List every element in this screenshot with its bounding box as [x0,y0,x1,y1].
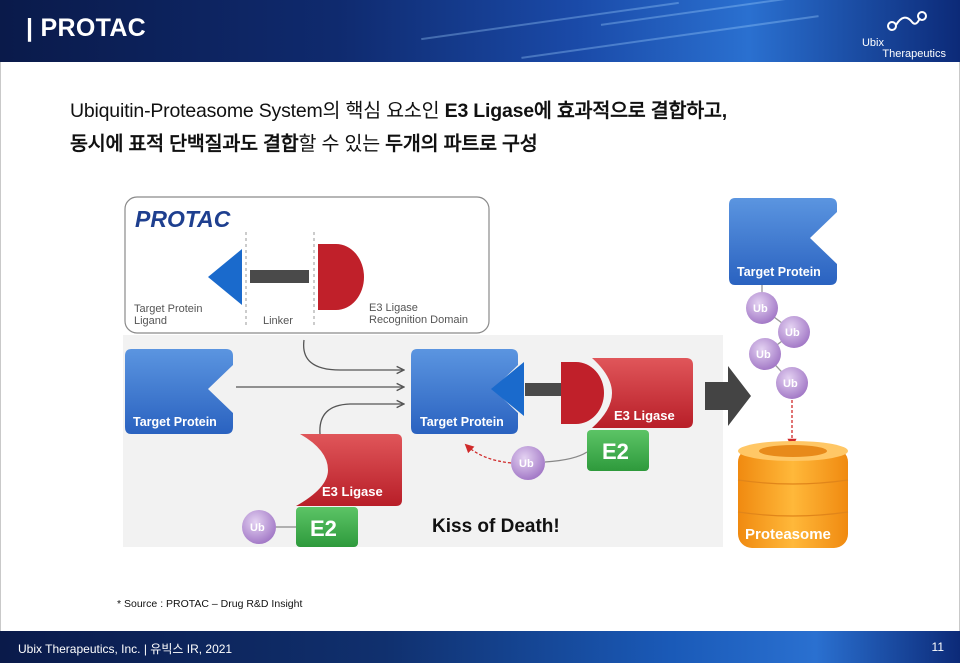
brand-line2: Therapeutics [882,48,946,60]
subtitle-line2-a: 동시에 표적 단백질과도 결합 [70,133,299,155]
e2-bottom [296,507,358,547]
brand-logo: Ubix Therapeutics [856,10,946,60]
subtitle: Ubiquitin-Proteasome System의 핵심 요소인 E3 L… [70,95,727,161]
brand-line1: Ubix [861,37,884,49]
subtitle-line1-b: E3 Ligase에 효과적으로 결합하고, [444,100,728,122]
ub-chain-4-label: Ub [783,378,798,390]
linker-bar-center [525,383,561,396]
e3-ligase-center [592,358,693,428]
e3-recognition-domain-center-icon [561,362,604,424]
target-protein-right-label: Target Protein [737,265,821,279]
source-note: * Source : PROTAC – Drug R&D Insight [117,598,303,610]
e3-domain-label-1: E3 Ligase [369,302,418,314]
ub-center [511,446,545,480]
protac-box [124,196,490,334]
ub-transfer-arrow [464,443,512,464]
protac-box-title: PROTAC [135,206,231,232]
ligand-triangle-icon [208,249,242,305]
proteasome-label: Proteasome [745,526,831,543]
e3-recognition-domain-icon [318,244,364,310]
ub-chain-3 [749,338,781,370]
footer-company: Ubix Therapeutics, Inc. | 유빅스 IR, 2021 [18,642,233,656]
ubix-logo-icon [887,11,927,31]
ligand-triangle-center-icon [491,362,524,416]
header-bar: | PROTAC Ubix Therapeutics [0,0,960,62]
e3-ligase-bottom [296,434,402,506]
kiss-of-death-label: Kiss of Death! [432,516,560,537]
linker-bar [250,270,309,283]
e3-ligase-center-label: E3 Ligase [614,408,675,423]
linker-label: Linker [263,315,293,327]
ub-bottom [242,510,276,544]
subtitle-line1-a: Ubiquitin-Proteasome System의 핵심 요소인 [70,100,445,122]
e3-ligase-bottom-label: E3 Ligase [322,484,383,499]
target-protein-center [411,349,518,434]
page-title: | PROTAC [26,14,147,42]
target-protein-right [729,198,837,285]
ub-chain-2-label: Ub [785,327,800,339]
subtitle-line2-b: 할 수 있는 [298,133,386,155]
ub-chain-1-label: Ub [753,303,768,315]
page-number: 11 [931,640,944,654]
proteasome-icon [737,441,849,548]
target-protein-center-label: Target Protein [420,415,504,429]
ub-chain-2 [778,316,810,348]
ub-center-label: Ub [519,458,534,470]
ligand-label-1: Target Protein [134,303,202,315]
footer-bar: Ubix Therapeutics, Inc. | 유빅스 IR, 2021 1… [0,631,960,663]
target-protein-left [125,349,233,434]
e3-domain-label-2: Recognition Domain [369,314,468,326]
ub-chain-4 [776,367,808,399]
e2-center-label: E2 [602,439,629,464]
ub-bottom-label: Ub [250,522,265,534]
process-arrow-icon [705,366,751,426]
ub-chain-3-label: Ub [756,349,771,361]
e2-center [587,430,649,471]
ligand-label-2: Ligand [134,315,167,327]
target-protein-left-label: Target Protein [133,415,217,429]
subtitle-line2-c: 두개의 파트로 구성 [385,133,538,155]
ub-chain-1 [746,292,778,324]
e2-bottom-label: E2 [310,516,337,541]
